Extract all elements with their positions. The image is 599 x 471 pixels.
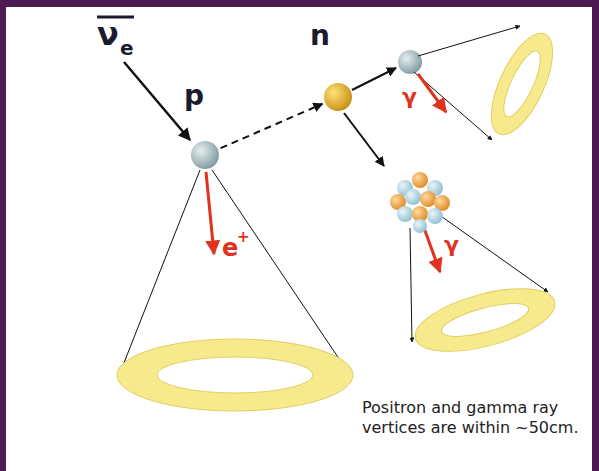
symbol-label: ν (97, 18, 119, 50)
dashed-arrow (221, 104, 323, 148)
particle-name: n (310, 19, 330, 52)
symbol-label: e (222, 236, 238, 260)
particle-sphere: n (324, 83, 352, 111)
particle-name: p (184, 79, 204, 112)
symbol-label: e (120, 38, 134, 58)
caption-note: Positron and gamma ray vertices are with… (362, 398, 587, 438)
particle-sphere: p (191, 141, 219, 169)
symbol-label: γ (444, 234, 459, 256)
symbol-label: + (237, 230, 250, 245)
symbol-label: γ (402, 86, 417, 108)
